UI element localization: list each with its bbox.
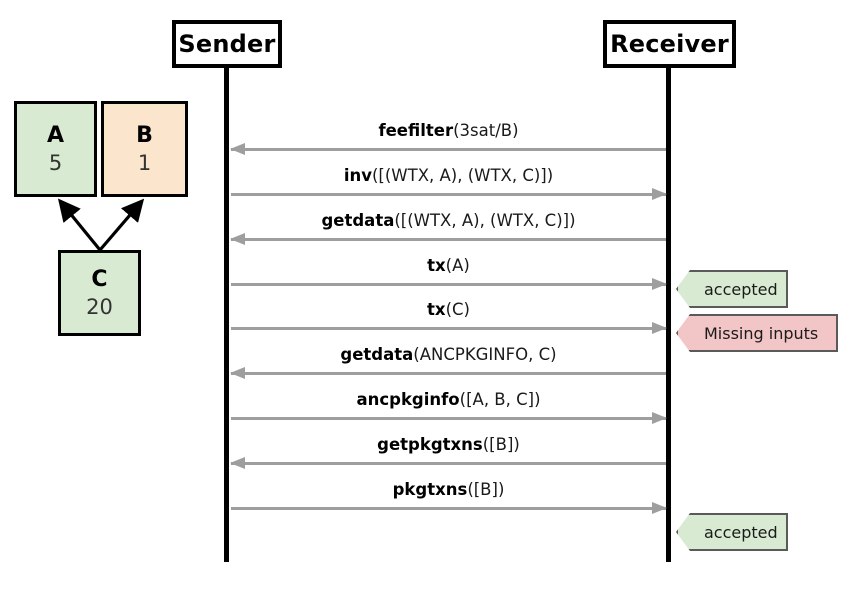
arrowhead-left-icon <box>230 367 245 379</box>
message-args-6: (ANCPKGINFO, C) <box>413 345 557 364</box>
arrowhead-left-icon <box>230 233 245 245</box>
tx-node-c[interactable]: C 20 <box>58 250 141 336</box>
tx-node-c-name: C <box>91 266 108 292</box>
message-args-7: ([A, B, C]) <box>459 390 541 409</box>
message-label-1: feefilter(3sat/B) <box>231 121 666 141</box>
status-badge-label: Missing inputs <box>704 323 819 343</box>
message-cmd-5: tx <box>427 300 446 319</box>
message-label-2: inv([(WTX, A), (WTX, C)]) <box>231 166 666 186</box>
message-args-1: (3sat/B) <box>453 121 519 140</box>
message-args-8: ([B]) <box>482 435 520 454</box>
message-cmd-9: pkgtxns <box>392 480 468 499</box>
message-cmd-8: getpkgtxns <box>377 435 483 454</box>
participant-sender-label: Sender <box>178 30 276 58</box>
message-args-2: ([(WTX, A), (WTX, C)]) <box>372 166 554 185</box>
tx-node-c-value: 20 <box>86 295 113 320</box>
message-cmd-2: inv <box>343 166 372 185</box>
tx-edge-c-to-a <box>57 198 102 252</box>
message-line-2 <box>231 193 666 196</box>
message-args-5: (C) <box>445 300 470 319</box>
status-badge-accepted-pkgtxns[interactable]: accepted <box>676 513 788 551</box>
message-label-6: getdata(ANCPKGINFO, C) <box>231 345 666 365</box>
arrowhead-right-icon <box>652 322 667 334</box>
message-label-7: ancpkginfo([A, B, C]) <box>231 390 666 410</box>
lifeline-sender <box>224 68 229 562</box>
participant-receiver[interactable]: Receiver <box>603 20 736 68</box>
arrowhead-right-icon <box>652 278 667 290</box>
message-line-5 <box>231 327 666 330</box>
status-badge-label: accepted <box>704 522 778 542</box>
message-label-9: pkgtxns([B]) <box>231 480 666 500</box>
arrowhead-right-icon <box>652 502 667 514</box>
message-cmd-3: getdata <box>321 211 395 230</box>
participant-receiver-label: Receiver <box>610 30 729 58</box>
tx-node-b-value: 1 <box>137 151 152 176</box>
message-label-8: getpkgtxns([B]) <box>231 435 666 455</box>
participant-sender[interactable]: Sender <box>172 20 282 68</box>
arrowhead-right-icon <box>652 412 667 424</box>
message-args-9: ([B]) <box>467 480 505 499</box>
message-label-4: tx(A) <box>231 256 666 276</box>
arrowhead-right-icon <box>652 188 667 200</box>
message-line-1 <box>231 148 666 151</box>
message-line-8 <box>231 462 666 465</box>
message-label-3: getdata([(WTX, A), (WTX, C)]) <box>231 211 666 231</box>
tx-node-b-name: B <box>136 122 153 148</box>
message-cmd-6: getdata <box>340 345 414 364</box>
message-line-7 <box>231 417 666 420</box>
status-badge-accepted-tx-a[interactable]: accepted <box>676 270 788 308</box>
message-cmd-4: tx <box>427 256 446 275</box>
arrowhead-left-icon <box>230 143 245 155</box>
tx-node-a-value: 5 <box>48 151 63 176</box>
tx-node-b[interactable]: B 1 <box>101 101 188 197</box>
status-badge-label: accepted <box>704 279 778 299</box>
message-cmd-7: ancpkginfo <box>356 390 460 409</box>
status-badge-missing-inputs-tx-c[interactable]: Missing inputs <box>676 314 838 352</box>
arrowhead-left-icon <box>230 457 245 469</box>
message-cmd-1: feefilter <box>378 121 454 140</box>
message-args-4: (A) <box>445 256 470 275</box>
message-args-3: ([(WTX, A), (WTX, C)]) <box>394 211 576 230</box>
tx-edge-c-to-b <box>98 198 145 252</box>
tx-node-a-name: A <box>46 122 65 148</box>
message-line-6 <box>231 372 666 375</box>
message-label-5: tx(C) <box>231 300 666 320</box>
message-line-3 <box>231 238 666 241</box>
message-line-4 <box>231 283 666 286</box>
lifeline-receiver <box>666 68 671 562</box>
message-line-9 <box>231 507 666 510</box>
tx-node-a[interactable]: A 5 <box>14 101 97 197</box>
